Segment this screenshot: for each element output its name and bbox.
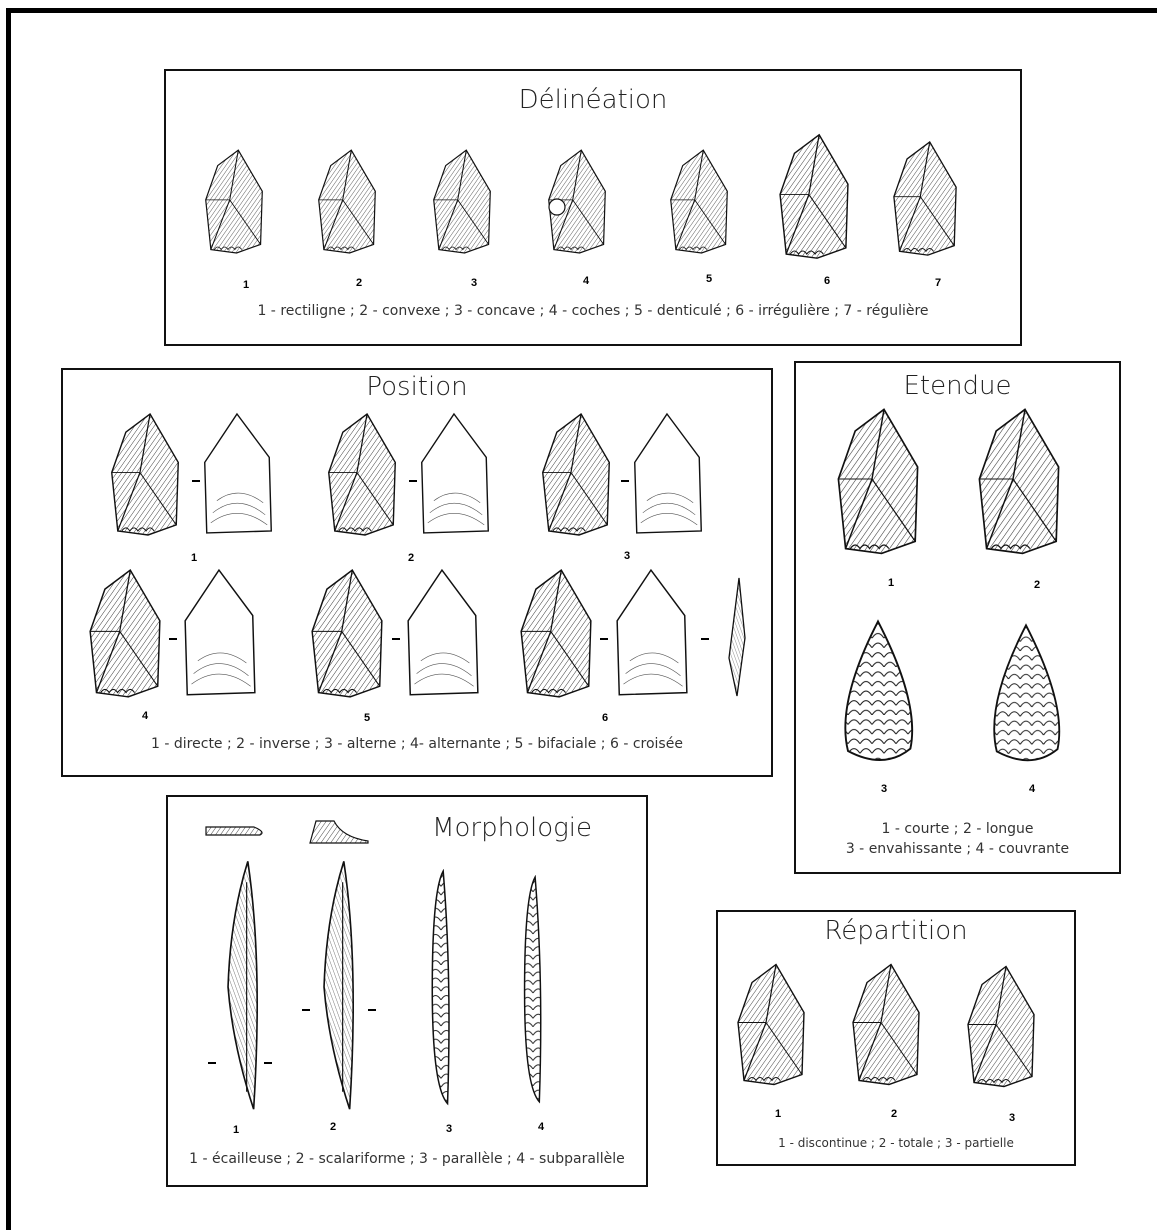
repartition-title: Répartition (718, 916, 1074, 946)
morphologie-tool-1 (212, 859, 272, 1115)
position-panel: Position 1 2 3 4 5 6 1 - directe ; 2 - i… (61, 368, 773, 777)
morphologie-dash-2a (302, 1009, 310, 1011)
position-tool-1-ventral (201, 412, 275, 538)
morphologie-title: Morphologie (378, 813, 646, 843)
position-dash-4 (169, 638, 177, 640)
etendue-num-2: 2 (1034, 579, 1040, 591)
position-title: Position (63, 372, 771, 402)
position-num-3: 3 (624, 550, 630, 562)
position-dash-5 (392, 638, 400, 640)
position-tool-2-dorsal (324, 412, 400, 538)
delineation-tool-3 (432, 137, 492, 267)
delineation-panel: Délinéation 1 2 3 4 5 6 7 1 - rectiligne… (164, 69, 1022, 346)
position-tool-6-profile (725, 578, 747, 698)
position-num-2: 2 (408, 552, 414, 564)
delineation-num-5: 5 (706, 273, 712, 285)
delineation-title: Délinéation (166, 85, 1020, 115)
morphologie-dash-1b (264, 1062, 272, 1064)
morphologie-num-3: 3 (446, 1123, 452, 1135)
delineation-num-2: 2 (356, 277, 362, 289)
position-tool-3-dorsal (538, 412, 614, 538)
delineation-tool-6 (778, 127, 850, 267)
morphologie-tool-3 (416, 869, 466, 1109)
etendue-panel: Etendue 1 2 3 4 1 - courte ; 2 - longue … (794, 361, 1121, 874)
position-dash-1 (192, 480, 200, 482)
etendue-tool-2 (976, 407, 1062, 557)
position-tool-4-dorsal (85, 568, 165, 700)
delineation-tool-7 (892, 131, 958, 267)
morphologie-profile-flat-icon (204, 823, 268, 839)
delineation-tool-2 (317, 137, 377, 267)
repartition-tool-3 (966, 962, 1036, 1092)
repartition-caption: 1 - discontinue ; 2 - totale ; 3 - parti… (718, 1136, 1074, 1150)
repartition-tool-2 (851, 960, 921, 1090)
morphologie-caption: 1 - écailleuse ; 2 - scalariforme ; 3 - … (168, 1151, 646, 1167)
morphologie-dash-2b (368, 1009, 376, 1011)
morphologie-dash-1a (208, 1062, 216, 1064)
delineation-tool-5 (669, 137, 729, 267)
position-tool-2-ventral (418, 412, 492, 538)
delineation-caption: 1 - rectiligne ; 2 - convexe ; 3 - conca… (166, 303, 1020, 319)
delineation-tool-1 (204, 137, 264, 267)
position-tool-5-ventral (403, 568, 483, 700)
position-caption: 1 - directe ; 2 - inverse ; 3 - alterne … (63, 736, 771, 752)
delineation-num-1: 1 (243, 279, 249, 291)
etendue-num-4: 4 (1029, 783, 1035, 795)
repartition-num-3: 3 (1009, 1112, 1015, 1124)
etendue-tool-4 (982, 623, 1070, 769)
position-tool-4-ventral (180, 568, 260, 700)
position-tool-1-dorsal (107, 412, 183, 538)
repartition-panel: Répartition 1 2 3 1 - discontinue ; 2 - … (716, 910, 1076, 1166)
etendue-caption-line1: 1 - courte ; 2 - longue (796, 821, 1119, 837)
etendue-caption-line2: 3 - envahissante ; 4 - couvrante (796, 841, 1119, 857)
etendue-num-3: 3 (881, 783, 887, 795)
delineation-num-3: 3 (471, 277, 477, 289)
morphologie-num-2: 2 (330, 1121, 336, 1133)
repartition-num-2: 2 (891, 1108, 897, 1120)
delineation-num-4: 4 (583, 275, 589, 287)
position-dash-2 (409, 480, 417, 482)
morphologie-panel: Morphologie 1 2 3 4 1 - écailleuse ; 2 -… (166, 795, 648, 1187)
delineation-num-7: 7 (935, 277, 941, 289)
position-dash-3 (621, 480, 629, 482)
morphologie-profile-stepped-icon (308, 819, 370, 845)
repartition-num-1: 1 (775, 1108, 781, 1120)
position-tool-6-ventral (612, 568, 692, 700)
morphologie-num-4: 4 (538, 1121, 544, 1133)
position-dash-6a (600, 638, 608, 640)
morphologie-num-1: 1 (233, 1124, 239, 1136)
position-dash-6b (701, 638, 709, 640)
position-num-4: 4 (142, 710, 148, 722)
etendue-num-1: 1 (888, 577, 894, 589)
delineation-tool-4 (547, 137, 607, 267)
morphologie-tool-4 (508, 875, 558, 1107)
position-tool-5-dorsal (307, 568, 387, 700)
position-num-5: 5 (364, 712, 370, 724)
repartition-tool-1 (736, 960, 806, 1090)
position-num-1: 1 (191, 552, 197, 564)
etendue-tool-1 (834, 407, 922, 557)
position-num-6: 6 (602, 712, 608, 724)
position-tool-6-dorsal (516, 568, 596, 700)
etendue-tool-3 (834, 619, 922, 769)
morphologie-tool-2 (306, 859, 370, 1115)
delineation-num-6: 6 (824, 275, 830, 287)
etendue-title: Etendue (796, 371, 1119, 401)
position-tool-3-ventral (631, 412, 705, 538)
